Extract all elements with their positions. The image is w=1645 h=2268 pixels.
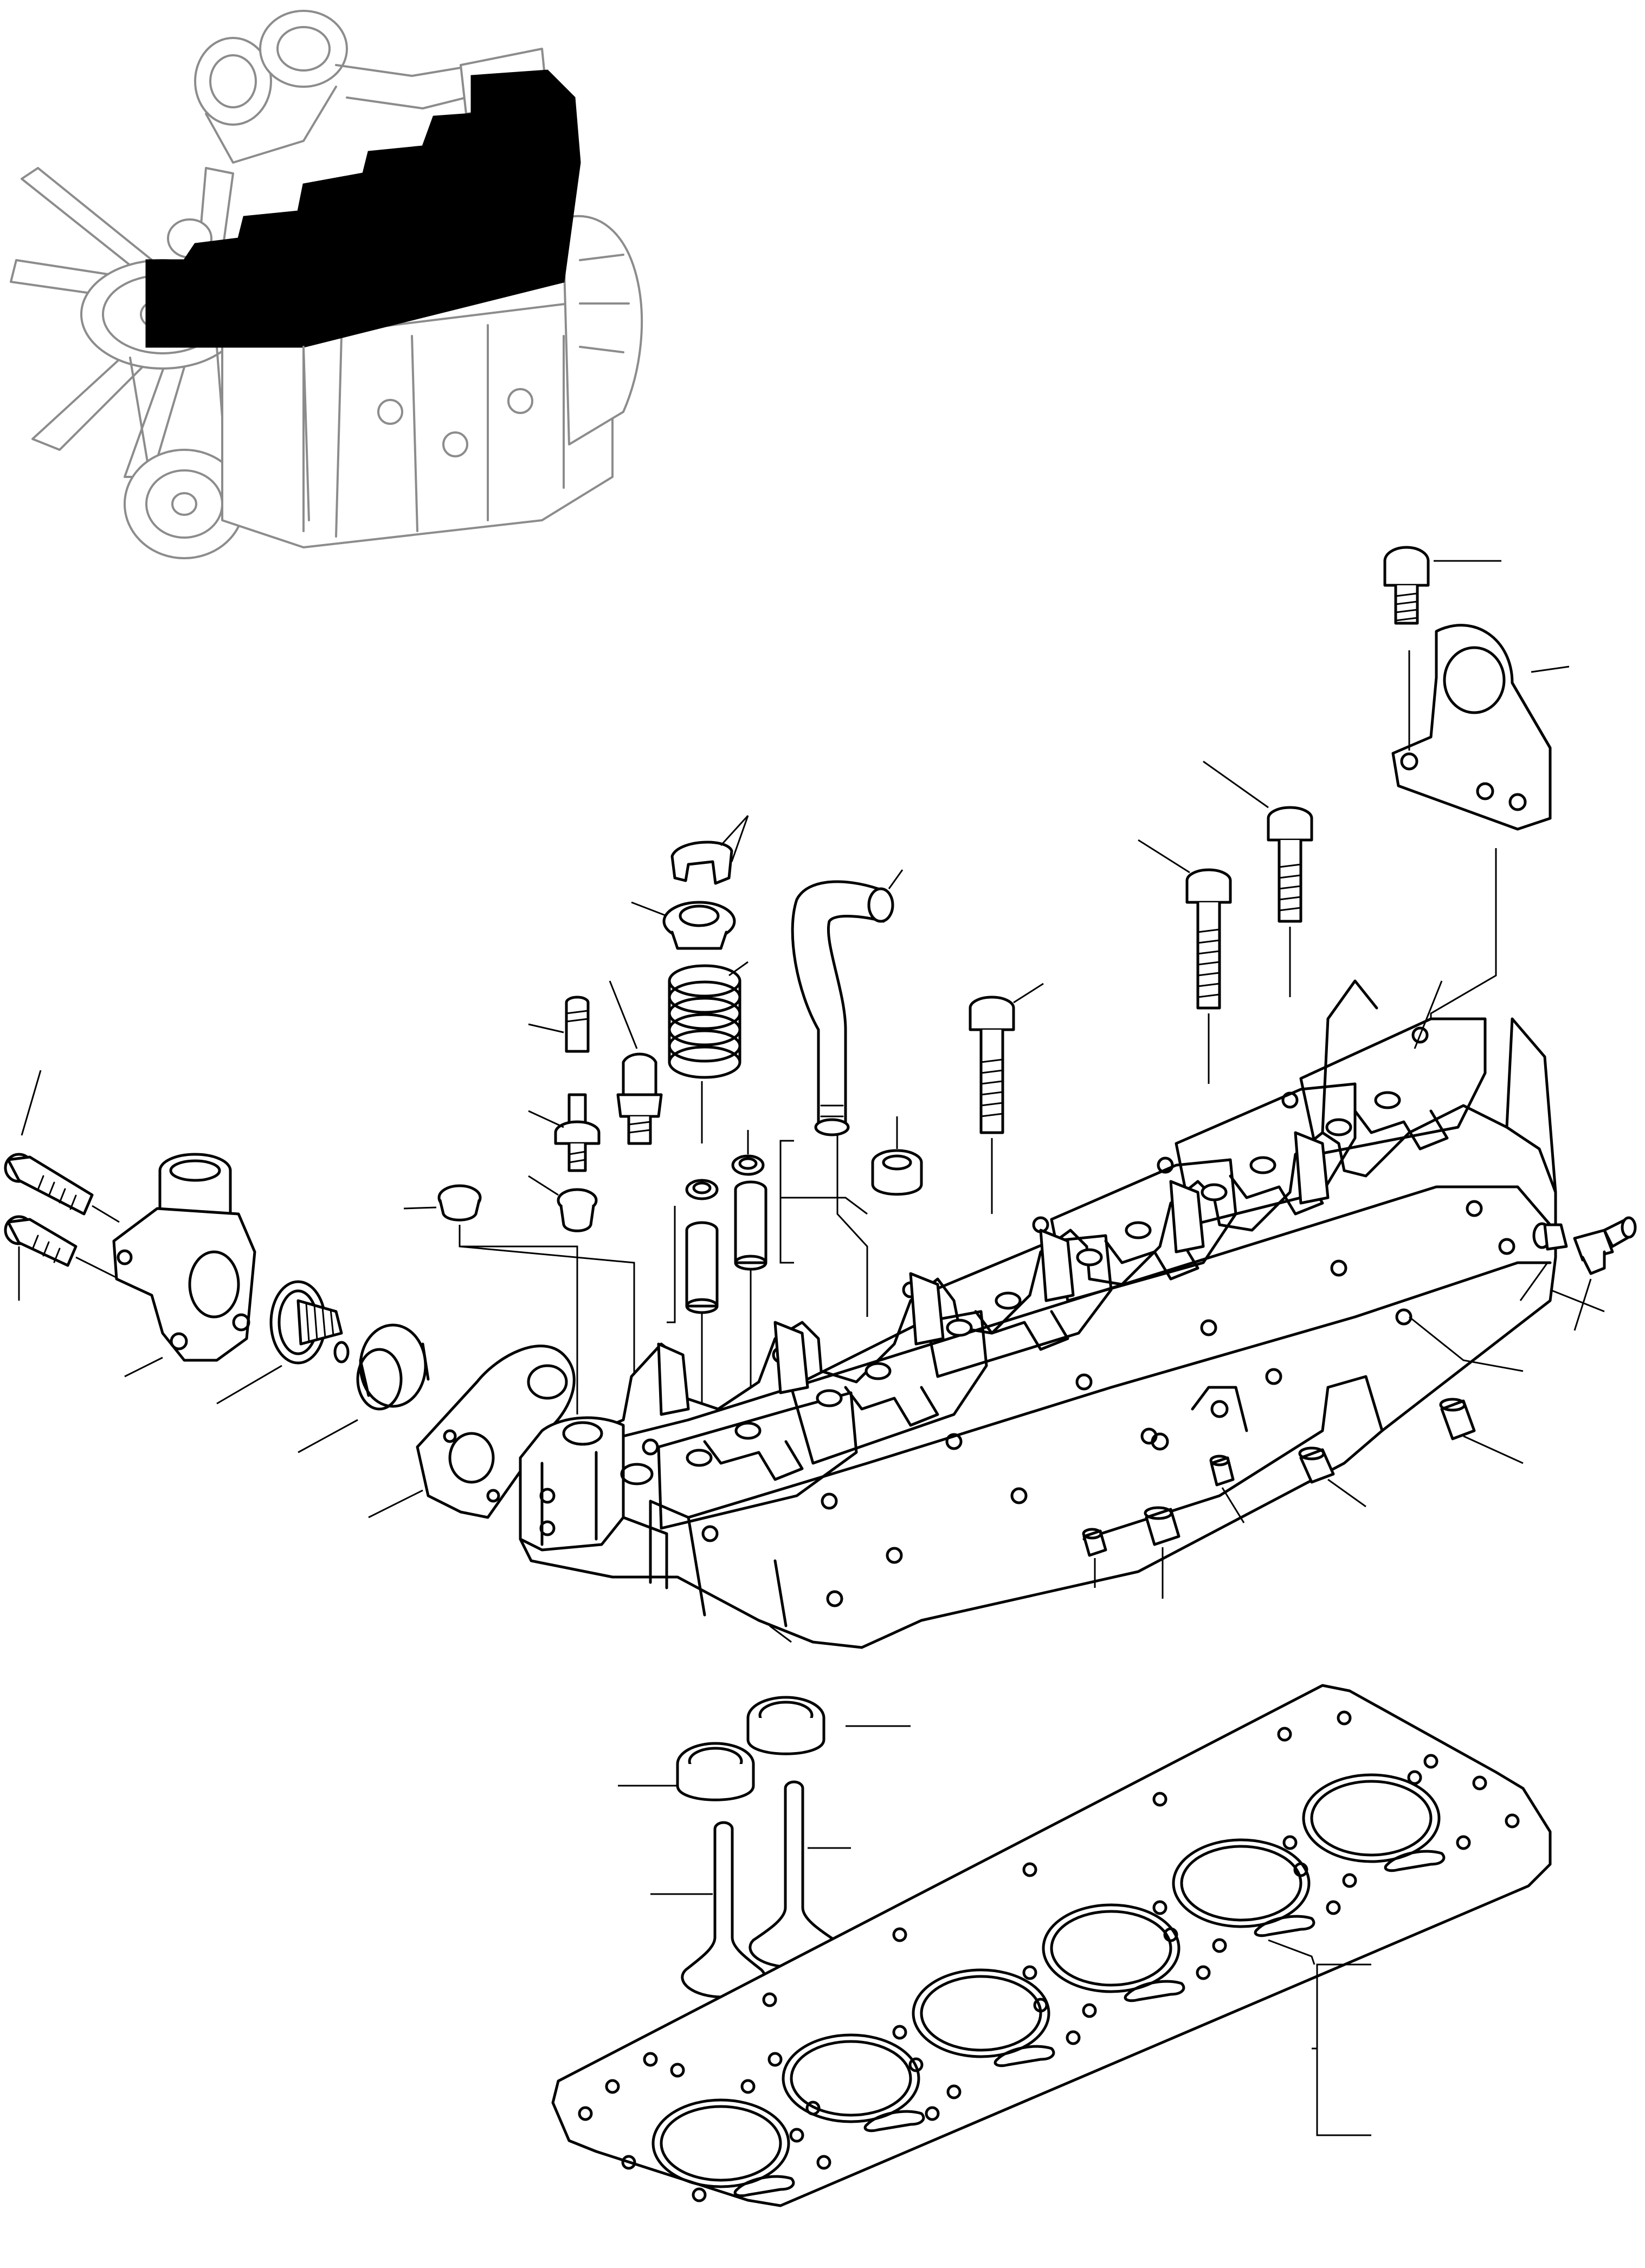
plug — [1439, 1398, 1524, 1464]
housing-bolt — [4, 1215, 152, 1301]
valve-bosses — [686, 1091, 1401, 1467]
lifting-bracket-bolt — [1383, 546, 1501, 625]
water-slots — [733, 1850, 1446, 2198]
plug — [403, 1184, 635, 1414]
valve-seat — [746, 1696, 911, 1755]
lifting-bracket — [1391, 624, 1570, 831]
plug — [1144, 1506, 1180, 1599]
plug — [528, 1175, 598, 1232]
housing-bolt — [4, 1070, 120, 1223]
flange-holes — [642, 1026, 1515, 1607]
locator-engine — [10, 10, 643, 559]
cylinder-bores — [651, 1773, 1441, 2188]
breather-tube — [791, 869, 904, 1317]
highlighted-cylinder-head — [145, 69, 581, 348]
stud — [528, 996, 590, 1053]
plug — [1298, 1446, 1366, 1508]
head-bolt — [969, 983, 1044, 1214]
plug — [1082, 1528, 1107, 1588]
thermostat — [216, 1280, 350, 1405]
head-gasket — [551, 1684, 1552, 2207]
spring-retainer — [631, 901, 736, 950]
temperature-sender — [609, 980, 663, 1145]
head-bolt — [1203, 760, 1313, 997]
guide-seal — [685, 1130, 765, 1200]
stud — [528, 1093, 601, 1172]
valve-spring — [668, 961, 749, 1143]
rocker-pads — [703, 1109, 1449, 1481]
elbow-fitting — [1519, 1216, 1637, 1331]
thermostat-housing — [112, 1153, 256, 1378]
plug-cup — [871, 1116, 923, 1196]
gasket-bracket — [1312, 1963, 1371, 2136]
housing-gasket — [368, 1345, 576, 1519]
valve-seat — [618, 1742, 755, 1801]
thermostat-seal — [298, 1323, 430, 1453]
gasket-holes — [578, 1710, 1520, 2202]
callout-bracket — [779, 1140, 868, 1264]
valve-keepers — [670, 815, 749, 885]
cylinder-head — [519, 848, 1605, 1649]
plug — [1209, 1455, 1245, 1523]
valve — [650, 1821, 766, 1999]
head-bolt — [1138, 839, 1232, 1084]
